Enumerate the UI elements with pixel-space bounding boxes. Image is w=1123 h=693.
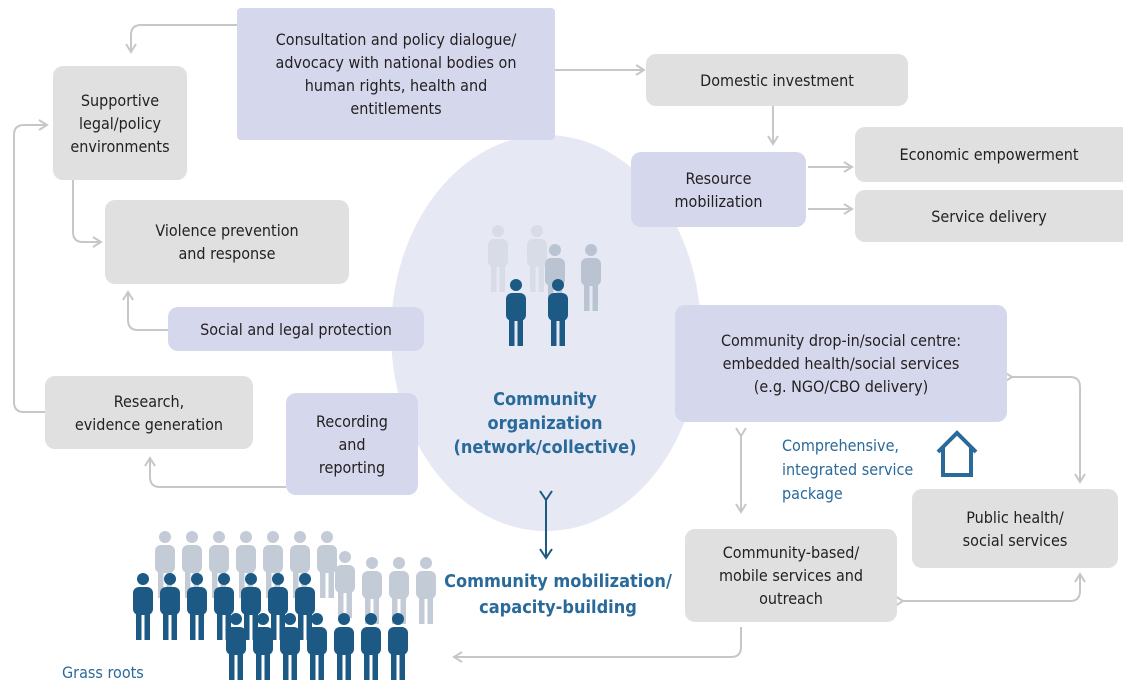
comprehensive-package-label: Comprehensive, integrated service packag… [782, 436, 914, 503]
dropin-centre-box: Community drop-in/social centre: embedde… [675, 305, 1007, 422]
community-based-services-box: Community-based/ mobile services and out… [685, 529, 897, 622]
supportive-box: Supportive legal/policy environments [53, 66, 187, 180]
violence-prevention-box: Violence prevention and response [105, 200, 349, 284]
arrow-recording-to-research [144, 456, 286, 488]
domestic-investment-box: Domestic investment [646, 54, 908, 106]
house-icon [936, 430, 978, 477]
crowd-icon [133, 531, 436, 680]
arrow-community-to-grassroots [452, 627, 742, 663]
arrow-consultation-to-supportive [125, 24, 237, 54]
connector-arrows [13, 24, 1086, 663]
resource-mobilization-box: Resource mobilization [631, 152, 806, 227]
grass-roots-label: Grass roots [62, 663, 144, 682]
recording-reporting-box: Recording and reporting [286, 393, 418, 495]
arrow-supportive-to-violence [72, 180, 103, 248]
economic-empowerment-box: Economic empowerment [855, 127, 1123, 182]
research-box: Research, evidence generation [45, 376, 253, 449]
arrow-research-to-supportive [13, 119, 49, 413]
arrow-dropin-to-public [1003, 371, 1086, 484]
consultation-box: Consultation and policy dialogue/ advoca… [237, 8, 555, 140]
public-health-box: Public health/ social services [912, 489, 1118, 568]
community-ellipse [391, 135, 701, 531]
social-legal-protection-box: Social and legal protection [168, 307, 424, 351]
community-mobilization-label: Community mobilization/ capacity-buildin… [444, 571, 672, 618]
community-organization-title: Community organization (network/collecti… [453, 389, 637, 458]
arrow-social-to-violence [122, 290, 168, 331]
arrow-community-to-public [894, 572, 1086, 607]
service-delivery-box: Service delivery [855, 190, 1123, 242]
